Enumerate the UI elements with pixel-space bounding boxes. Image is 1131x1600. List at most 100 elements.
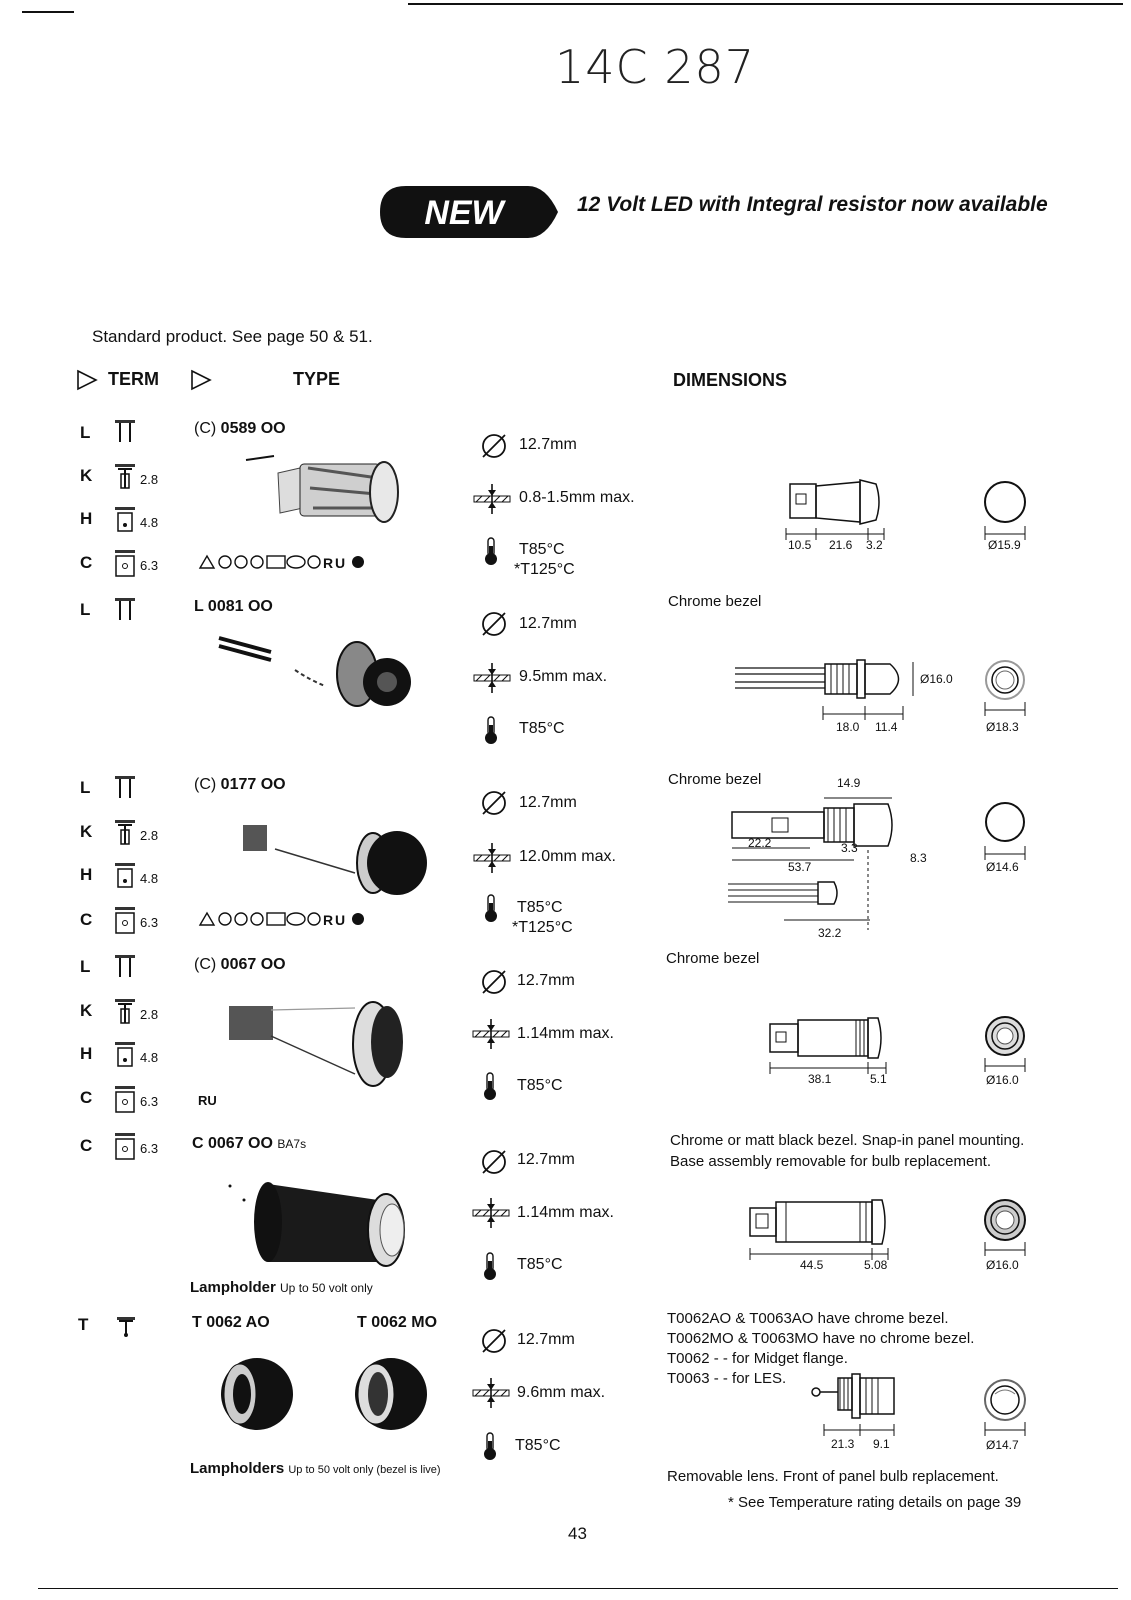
terminal-h-icon	[113, 505, 137, 540]
caption-bold: Lampholder	[190, 1279, 276, 1296]
panel-thickness: 12.0mm max.	[519, 848, 616, 865]
dim-label: 53.7	[788, 860, 812, 874]
dim-label: 21.3	[831, 1437, 855, 1451]
svg-text:RU: RU	[198, 1093, 217, 1107]
term-code-C: C	[80, 1136, 93, 1155]
page-number: 43	[568, 1524, 587, 1543]
product-type-prefix: (C)	[194, 776, 217, 793]
inner-diameter-label: Ø16.0	[920, 672, 953, 686]
panel-hole-icon	[480, 1327, 508, 1360]
panel-thickness-icon	[471, 1198, 511, 1233]
front-view-circle	[983, 1196, 1027, 1265]
temperature-rating-alt: *T125°C	[514, 561, 575, 578]
product-photo-c0067	[228, 1166, 418, 1281]
term-header-arrow-icon	[76, 369, 98, 396]
caption-text: Up to 50 volt only	[280, 1281, 373, 1295]
product-type-code: C 0067 OO	[192, 1135, 273, 1152]
product-type-alt: T 0062 MO	[357, 1314, 437, 1332]
caption-text: Up to 50 volt only (bezel is live)	[288, 1464, 441, 1476]
thermometer-icon	[482, 1251, 498, 1286]
dim-label: 11.4	[875, 720, 898, 734]
front-view-circle	[983, 1014, 1027, 1081]
dimension-drawing-l0081	[735, 656, 925, 731]
product-base-type: BA7s	[277, 1137, 307, 1151]
caption-bold: Lampholders	[190, 1460, 285, 1477]
panel-thickness-icon	[472, 663, 512, 698]
temperature-rating: T85°C	[517, 1077, 563, 1094]
top-left-rule	[22, 11, 74, 13]
approval-marks: R U	[198, 554, 373, 575]
temperature-rating: T85°C	[517, 899, 563, 916]
ul-mark: RU	[198, 1093, 220, 1112]
dim-label: 5.1	[870, 1072, 887, 1086]
panel-hole-size: 12.7mm	[519, 615, 577, 632]
product-photo-0067	[225, 992, 415, 1107]
product-type: (C) 0177 OO	[194, 776, 286, 794]
dimensions-header: DIMENSIONS	[673, 370, 788, 390]
dim-label: 21.6	[829, 538, 853, 552]
panel-hole-size: 12.7mm	[519, 794, 577, 811]
dim-label: 32.2	[818, 926, 842, 940]
dimension-drawing-c0067	[746, 1196, 896, 1271]
temperature-footnote: * See Temperature rating details on page…	[728, 1494, 1022, 1511]
product-type: (C) 0067 OO	[194, 956, 286, 974]
diameter-label: Ø16.0	[986, 1073, 1019, 1087]
diameter-label: Ø16.0	[986, 1258, 1019, 1272]
product-type: L 0081 OO	[194, 598, 273, 616]
panel-hole-size: 12.7mm	[517, 1331, 575, 1348]
term-size-H: 4.8	[140, 871, 159, 886]
terminal-l-icon	[113, 953, 137, 984]
panel-thickness: 9.6mm max.	[517, 1384, 606, 1401]
temperature-rating: T85°C	[515, 1437, 561, 1454]
term-size-K: 2.8	[140, 828, 159, 843]
terminal-c-icon	[113, 1131, 137, 1166]
panel-hole-icon	[480, 1148, 508, 1181]
product-note: Chrome bezel	[668, 593, 762, 610]
panel-hole-icon	[480, 610, 508, 643]
note-line: T0062MO & T0063MO have no chrome bezel.	[667, 1330, 975, 1347]
diameter-label: Ø14.6	[986, 860, 1019, 874]
product-photo-0589	[238, 448, 408, 543]
term-code-K: K	[80, 822, 93, 841]
panel-hole-icon	[480, 968, 508, 1001]
product-type-code: T 0062 AO	[192, 1314, 270, 1331]
new-badge: NEW	[378, 184, 560, 240]
terminal-t-icon	[115, 1315, 137, 1344]
removable-lens-note: Removable lens. Front of panel bulb repl…	[667, 1468, 999, 1485]
svg-text:R: R	[323, 912, 333, 927]
dim-label: 5.08	[864, 1258, 888, 1272]
svg-text:U: U	[335, 555, 345, 570]
dimension-drawing-t0062	[810, 1372, 900, 1453]
panel-thickness-icon	[471, 1378, 511, 1413]
product-type-code: L 0081 OO	[194, 598, 273, 615]
term-size-H: 4.8	[140, 515, 159, 530]
temperature-rating-alt: *T125°C	[512, 919, 573, 936]
term-code-C: C	[80, 910, 93, 929]
dim-label: 22.2	[748, 836, 772, 850]
terminal-c-icon	[113, 548, 137, 583]
term-code-T: T	[78, 1315, 89, 1334]
dim-label: 18.0	[836, 720, 860, 734]
panel-thickness-icon	[472, 484, 512, 519]
term-code-C: C	[80, 1088, 93, 1107]
thermometer-icon	[482, 1431, 498, 1466]
thermometer-icon	[483, 536, 499, 571]
product-photo-0177	[225, 815, 435, 900]
dim-label: 44.5	[800, 1258, 824, 1272]
term-size-K: 2.8	[140, 472, 159, 487]
diameter-label: Ø15.9	[988, 538, 1021, 552]
note-line: T0062 - - for Midget flange.	[667, 1350, 848, 1367]
temperature-rating: T85°C	[519, 720, 565, 737]
product-photo-t0062mo	[346, 1356, 436, 1441]
panel-hole-icon	[480, 789, 508, 822]
product-note-2: Base assembly removable for bulb replace…	[670, 1153, 991, 1170]
term-code-H: H	[80, 1044, 93, 1063]
terminal-h-icon	[113, 1040, 137, 1075]
term-code-L: L	[80, 600, 91, 619]
term-size-H: 4.8	[140, 1050, 159, 1065]
dim-label: 38.1	[808, 1072, 832, 1086]
thermometer-icon	[483, 715, 499, 750]
panel-thickness-icon	[471, 1019, 511, 1054]
front-view-circle	[983, 658, 1027, 725]
term-code-H: H	[80, 509, 93, 528]
